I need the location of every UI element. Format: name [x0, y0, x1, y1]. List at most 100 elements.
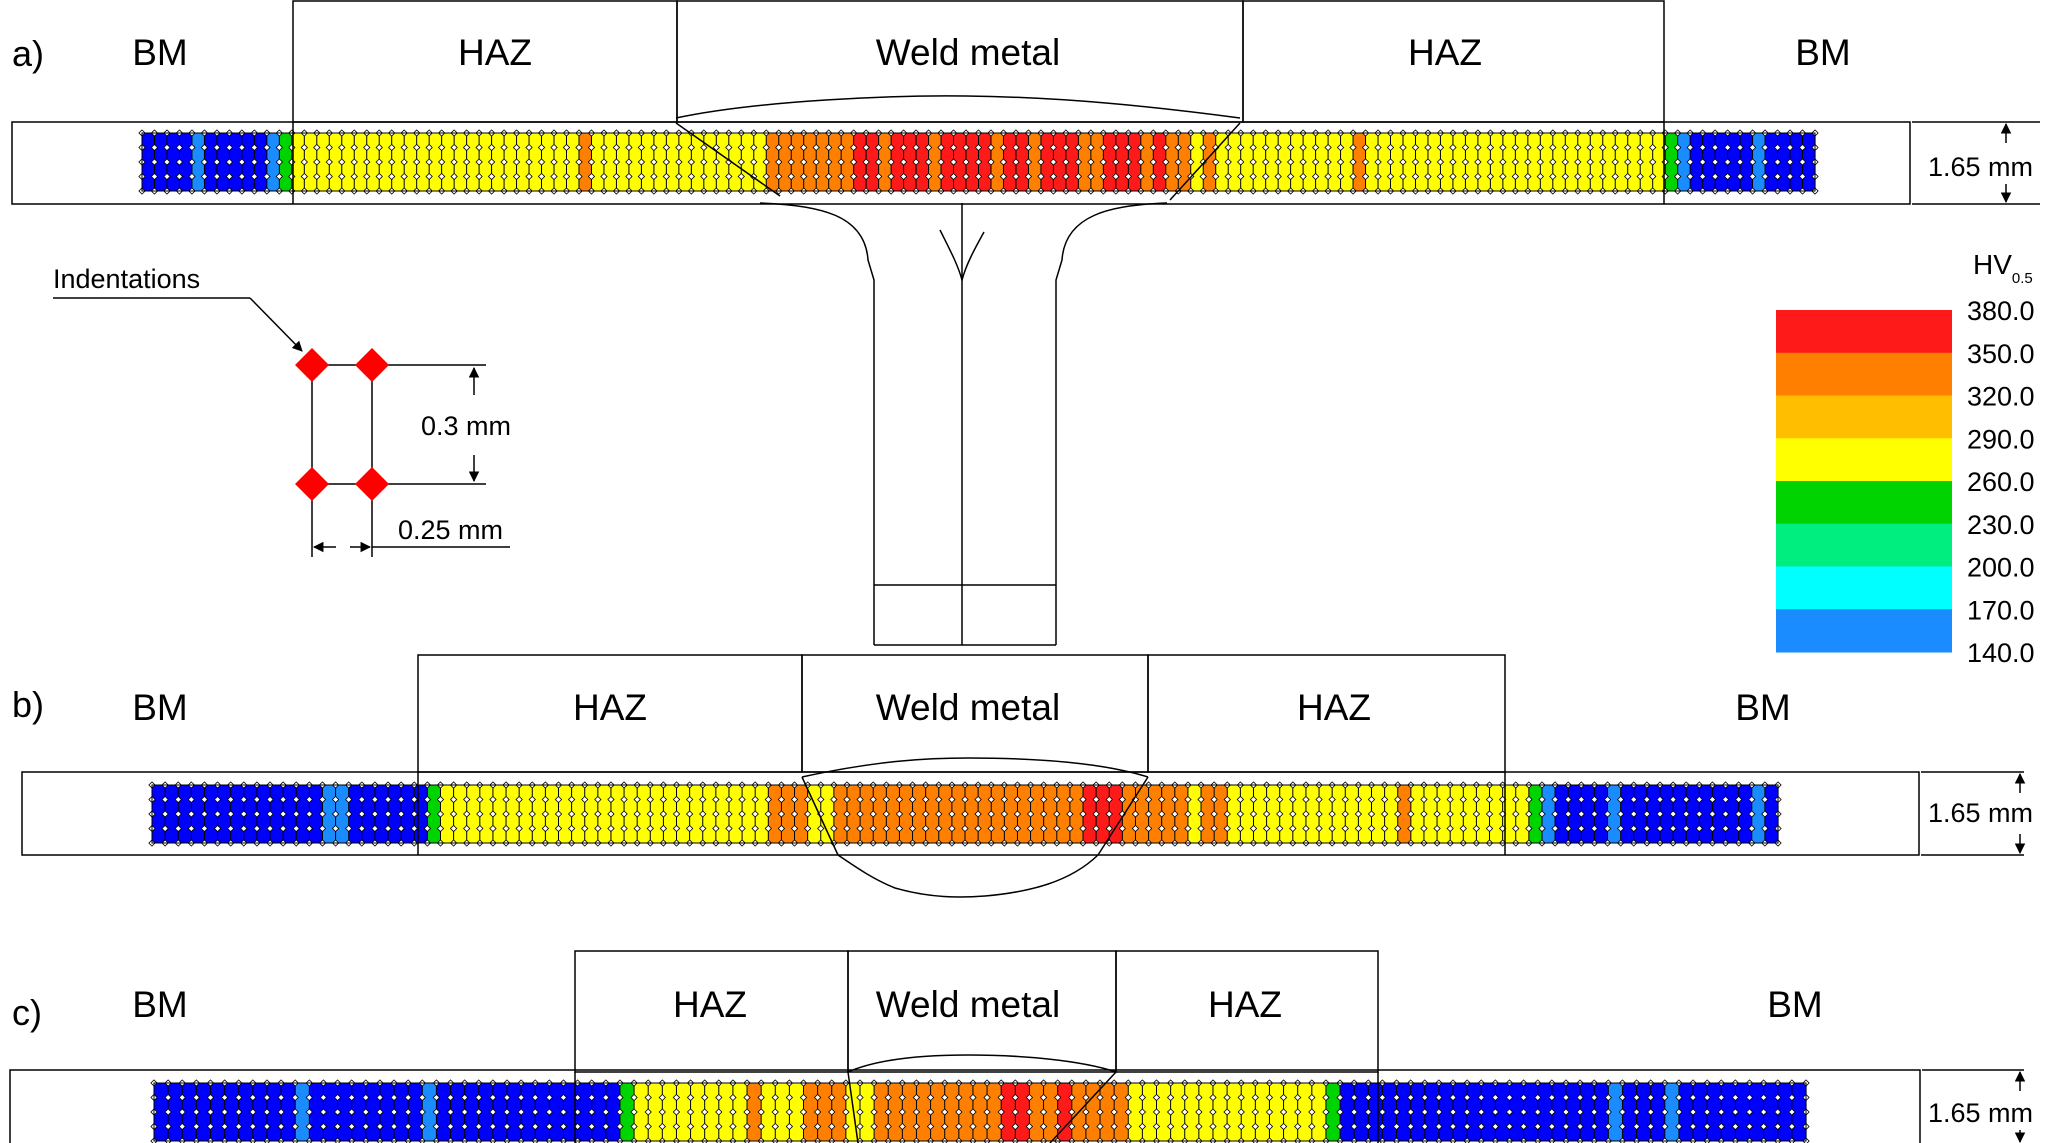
indentation-point [390, 1093, 398, 1102]
indentation-point [1187, 158, 1195, 166]
indentation-point [921, 824, 930, 833]
indentation-point [633, 824, 641, 833]
indentation-point [1144, 810, 1153, 818]
indentation-point [1656, 824, 1664, 833]
indentation-point [1187, 143, 1195, 152]
indentation-point [787, 158, 795, 166]
indentation-point [650, 143, 658, 152]
indentation-point [1748, 824, 1756, 833]
indentation-point [1420, 824, 1428, 833]
indentation-point [1364, 1108, 1372, 1116]
indentation-point [462, 143, 471, 152]
indentation-point [1698, 172, 1707, 181]
indentation-point [1124, 172, 1132, 181]
indentation-point [1074, 143, 1083, 152]
indentation-point [1449, 1122, 1457, 1131]
indentation-point [502, 824, 510, 833]
indentation-point [1745, 1093, 1754, 1102]
indentation-point [1498, 824, 1507, 833]
indentation-point [743, 1108, 751, 1116]
indentation-point [1399, 143, 1407, 152]
indentation-point [150, 158, 159, 166]
indentation-point [331, 795, 340, 804]
indentation-point [292, 795, 300, 804]
indentation-point [937, 172, 945, 181]
indentation-point [600, 172, 608, 181]
indentation-point [1025, 1108, 1034, 1116]
indentation-point [1643, 795, 1651, 804]
indentation-point [375, 158, 383, 166]
indentation-point [397, 810, 405, 818]
indentation-point [1361, 143, 1370, 152]
indentation-point [630, 1108, 638, 1116]
indentation-point [884, 1122, 892, 1131]
indentation-point [856, 1122, 864, 1131]
indentation-point [1748, 172, 1757, 181]
indentation-point [266, 824, 274, 833]
indentation-point [926, 1093, 935, 1102]
indentation-point [1378, 1122, 1387, 1131]
indentation-point [895, 810, 904, 818]
indentation-point [1433, 795, 1441, 804]
indentation-point [404, 1122, 412, 1131]
indentation-point [1039, 1093, 1048, 1102]
indentation-marker [355, 348, 389, 382]
indentation-point [1485, 824, 1494, 833]
indentation-point [700, 1122, 709, 1131]
indentation-point [962, 172, 970, 181]
hardness-band-frame [151, 784, 1779, 844]
indentation-point [912, 143, 920, 152]
indentation-point [799, 1093, 808, 1102]
indentation-point [390, 1122, 398, 1131]
indentation-point [1698, 158, 1707, 166]
indentation-point [313, 158, 321, 166]
legend-swatch [1776, 523, 1952, 567]
indentation-point [825, 143, 833, 152]
indentation-point [1536, 172, 1545, 181]
indentation-point [686, 1093, 695, 1102]
panel-c-zone-boxes [574, 950, 1379, 1143]
indentation-point [1576, 1093, 1584, 1102]
panel-b: b) BM HAZ Weld metal HAZ BM 1.65 mm [12, 654, 2033, 898]
indentation-point [275, 158, 284, 166]
indentation-point [1197, 810, 1205, 818]
indentation-point [1315, 810, 1323, 818]
indentation-point [487, 158, 496, 166]
indentation-point [376, 1093, 384, 1102]
indentation-point [358, 824, 366, 833]
indentation-point [1647, 1093, 1655, 1102]
indentation-point [489, 795, 497, 804]
indentation-point [1505, 1093, 1514, 1102]
indentation-point [333, 1122, 342, 1131]
indentation-point [948, 824, 956, 833]
indentation-point [503, 1108, 511, 1116]
indentation-point [870, 1108, 878, 1116]
indentation-point [1689, 1122, 1697, 1131]
indentation-point [1299, 172, 1307, 181]
indentation-point [1279, 1122, 1288, 1131]
indentation-point [305, 795, 314, 804]
indentation-point [1110, 1122, 1118, 1131]
indentation-point [559, 1093, 568, 1102]
indentation-point [987, 143, 995, 152]
indentation-point [425, 158, 433, 166]
panel-a-zone-boxes [292, 0, 1665, 204]
indentation-point [1380, 824, 1389, 833]
indentation-point [715, 1122, 723, 1131]
indentation-point [1087, 143, 1095, 152]
indentation-point [1079, 795, 1087, 804]
indentation-point [700, 143, 708, 152]
indentation-point [607, 795, 615, 804]
indentation-point [1011, 1122, 1019, 1131]
indentation-point [1773, 172, 1782, 181]
panel-a-fusion-lines [675, 95, 1241, 201]
indentation-point [1675, 1122, 1683, 1131]
indentation-point [757, 1122, 765, 1131]
indentation-point [1761, 158, 1769, 166]
indentation-point [1053, 1093, 1062, 1102]
indentation-point [325, 158, 333, 166]
indentation-point [1276, 810, 1284, 818]
panel-a-zone-weld-metal: Weld metal [876, 32, 1060, 73]
indentation-point [662, 158, 671, 166]
indentation-point [1210, 824, 1218, 833]
